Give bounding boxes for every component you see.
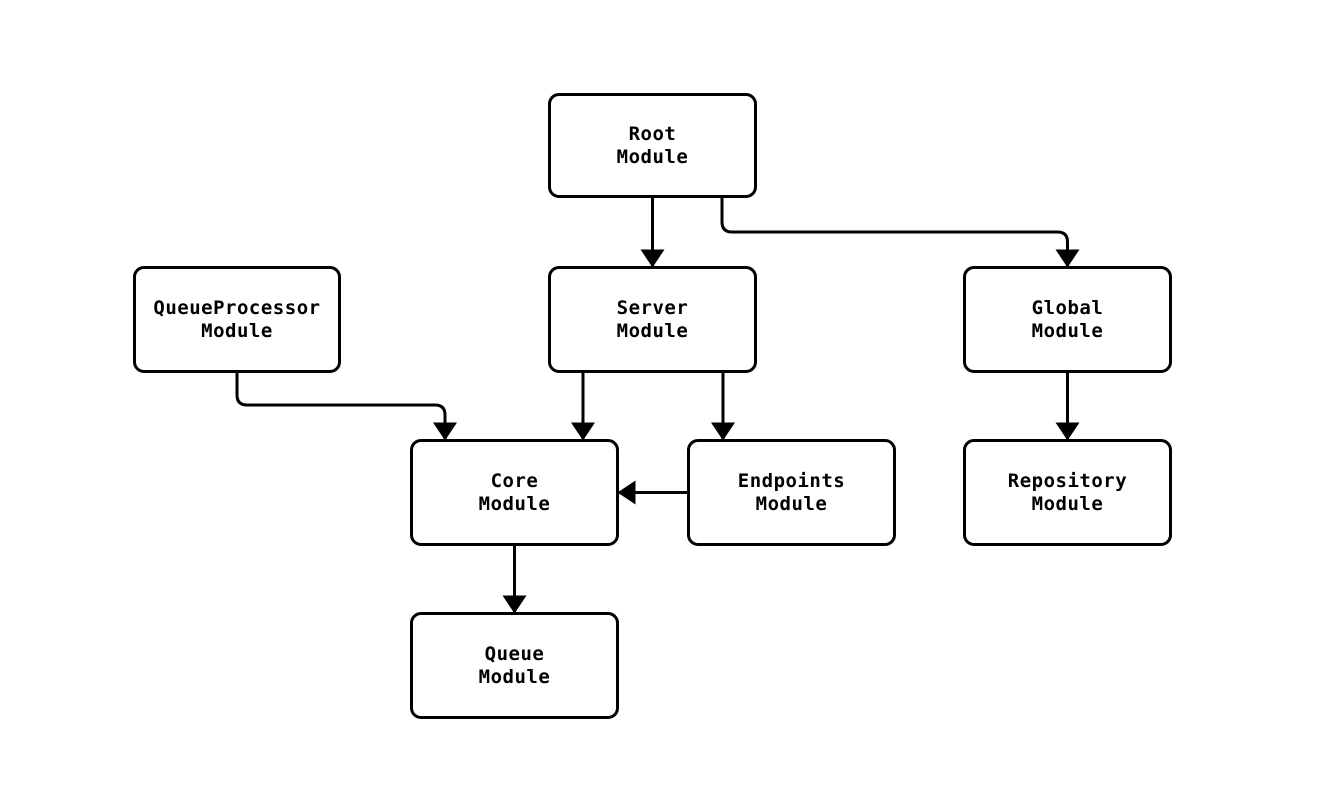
node-root-module-label: Root Module — [616, 122, 689, 168]
node-server-module: Server Module — [548, 266, 757, 373]
node-core-module: Core Module — [410, 439, 619, 546]
node-global-module-label: Global Module — [1031, 296, 1104, 342]
node-queue-module: Queue Module — [410, 612, 619, 719]
edge-root-to-global — [720, 198, 1080, 268]
node-core-module-label: Core Module — [478, 469, 551, 515]
node-endpoints-module: Endpoints Module — [687, 439, 896, 546]
node-root-module: Root Module — [548, 93, 757, 198]
node-queue-module-label: Queue Module — [478, 642, 551, 688]
node-queueprocessor-module: QueueProcessor Module — [133, 266, 341, 373]
edge-queueprocessor-to-core — [235, 373, 457, 441]
node-server-module-label: Server Module — [616, 296, 689, 342]
node-repository-module-label: Repository Module — [1007, 469, 1128, 515]
node-queueprocessor-module-label: QueueProcessor Module — [153, 296, 321, 342]
node-global-module: Global Module — [963, 266, 1172, 373]
node-endpoints-module-label: Endpoints Module — [737, 469, 846, 515]
node-repository-module: Repository Module — [963, 439, 1172, 546]
